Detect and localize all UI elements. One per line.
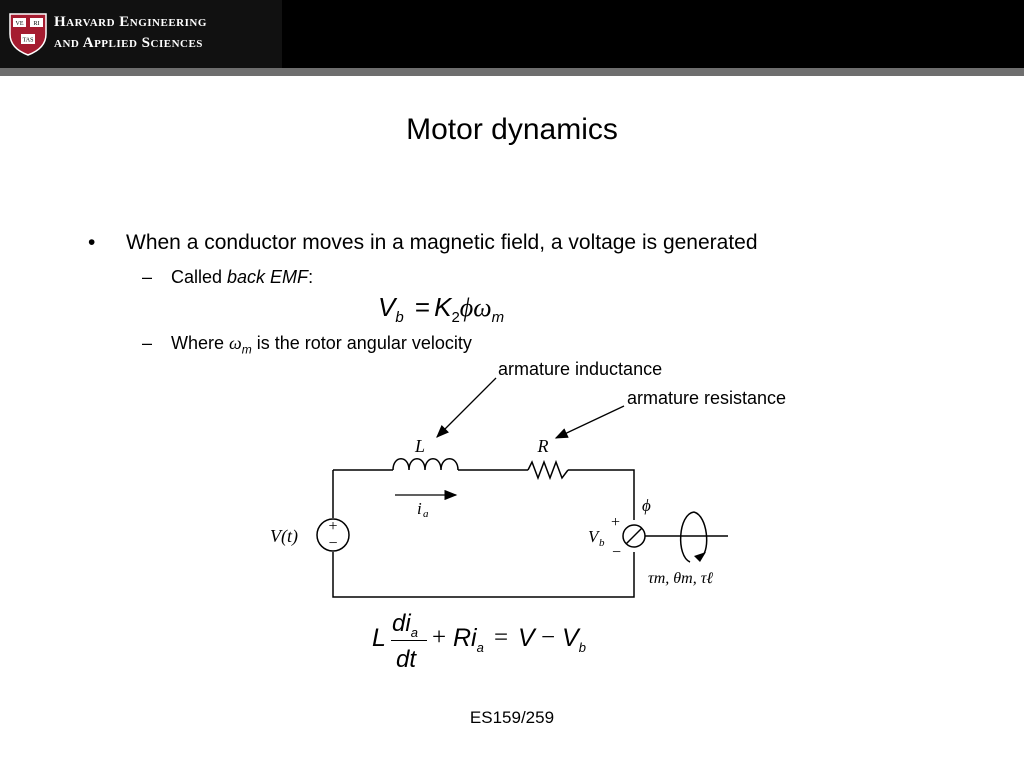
back-emf-equation: Vb =K2ϕωm [378,292,504,326]
eq2-plus: + [432,624,447,651]
annotation-armature-inductance: armature inductance [498,359,663,379]
eq1-K: K [434,292,452,322]
eq2-L: L [372,624,386,652]
sub-bullet-text-1: Called back EMF: [171,267,313,288]
eq1-omega: ω [473,293,492,322]
bullet-dot: • [88,231,96,254]
label-i: i [417,499,422,518]
eq1-m: m [491,309,505,327]
rotation-arc-left [679,511,695,563]
eq2-a1: a [410,624,418,640]
label-R: R [537,436,549,456]
rotation-arc-right [693,511,708,557]
voltage-source-icon [316,518,350,552]
eq2-ri-term: Ria [453,624,484,655]
label-L: L [414,436,425,456]
resistor-icon [527,459,569,481]
eq2-b: b [578,640,586,655]
sub-bullet-text-2: Where ωm is the rotor angular velocity [171,333,472,357]
label-i-sub-a: a [423,508,429,520]
eq2-numerator: dia [392,610,418,640]
source-plus: + [328,518,337,535]
eq2-minus: − [541,624,556,651]
eq1-equals: = [414,292,431,322]
sub-bullet-dash-2: – [142,333,153,353]
eq2-di: di [392,610,411,637]
eq1-2: 2 [451,309,460,327]
annotation-armature-resistance: armature resistance [627,388,787,408]
eq2-Vb: V [562,624,579,652]
wire-top-right [568,469,635,520]
eq2-V: V [518,624,535,652]
motor-slash [625,527,643,545]
sub1-suffix: : [308,267,314,287]
eq1-b: b [395,309,404,327]
sub1-emphasis: back EMF [227,267,309,287]
slide-footer: ES159/259 [469,708,555,727]
eq2-dt: dt [396,646,417,673]
rotation-arrowhead-icon [694,552,706,562]
sub2-omega: ω [229,333,242,353]
source-minus: − [328,535,337,552]
bullet-text-1: When a conductor moves in a magnetic fie… [126,231,758,254]
eq1-phi: ϕ [459,293,474,322]
label-Vb: V [588,527,601,546]
eq2-Ri: Ri [453,624,477,652]
label-Vb-sub: b [599,537,605,549]
sub2-suffix: is the rotor angular velocity [251,333,472,353]
eq2-vb-term: Vb [562,624,586,655]
sub2-prefix: Where [171,333,230,353]
shield-text-3: TAS [23,38,34,44]
eq2-fraction-bar [391,640,427,641]
motor-plus: + [611,514,620,531]
sub-bullet-dash-1: – [142,267,153,287]
resistance-arrow [554,405,625,439]
wire-bottom [332,552,635,598]
slide-title: Motor dynamics [406,113,618,146]
eq1-V: V [378,292,396,322]
label-Vt: V(t) [270,526,298,547]
logo-panel: VE RI TAS Harvard Engineering and Applie… [0,0,282,68]
eq2-a2: a [476,640,484,655]
eq2-equals: = [494,624,509,651]
brand-name: Harvard Engineering and Applied Sciences [54,12,207,54]
brand-line-2: and Applied Sciences [54,35,203,51]
label-phi: ϕ [642,496,651,515]
label-torque-angle: τm, θm, τℓ [648,570,713,587]
inductor-coil-icon [392,458,459,471]
harvard-shield-icon: VE RI TAS [9,13,47,56]
sub2-m: m [241,342,252,357]
sub1-prefix: Called [171,267,228,287]
shield-text-2: RI [34,21,40,27]
inductance-arrow [436,377,497,438]
brand-line-1: Harvard Engineering [54,14,207,30]
motor-minus: − [612,544,621,561]
shield-text-1: VE [16,21,24,27]
header-rule [0,68,1024,76]
